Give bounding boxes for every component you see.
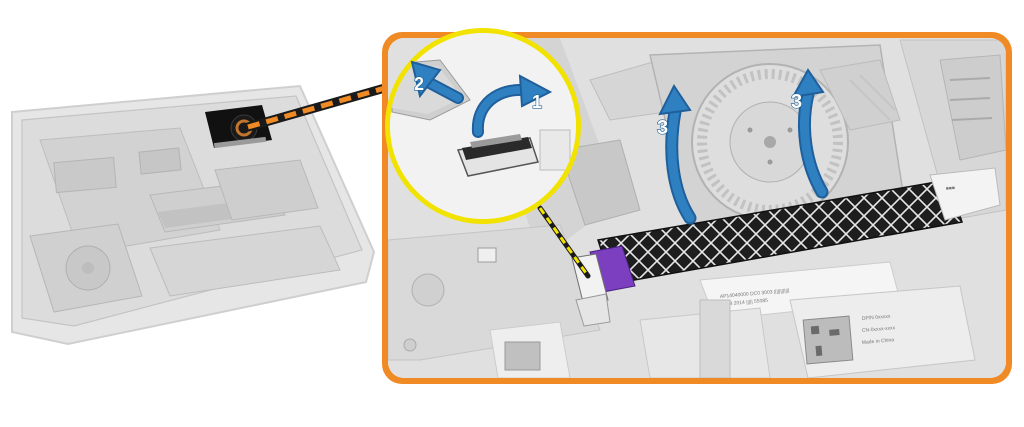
connector-callout: 1 2 <box>385 28 581 224</box>
step-3-label-left: 3 <box>657 117 668 139</box>
step-1-label: 1 <box>532 92 542 112</box>
svg-text:■■■: ■■■ <box>946 185 956 192</box>
step-2-label: 2 <box>414 74 424 94</box>
laptop-base-overview <box>12 86 374 344</box>
step-3-label-right: 3 <box>791 91 802 113</box>
